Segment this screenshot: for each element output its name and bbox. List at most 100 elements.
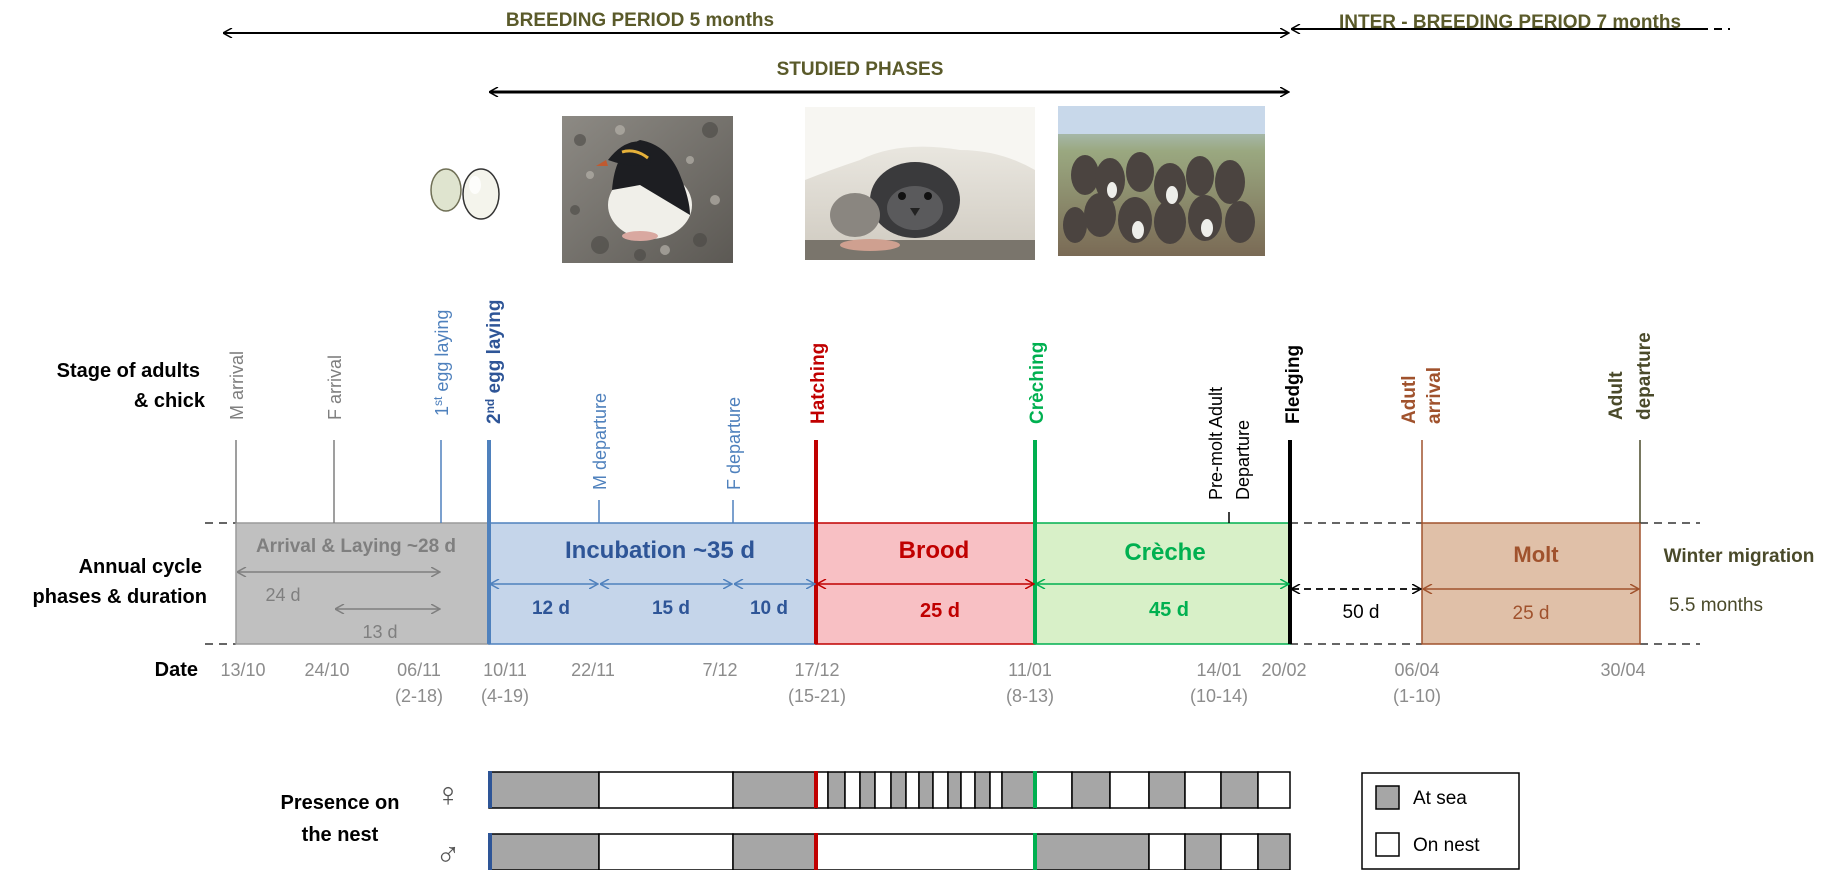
arrival-d1: 24 d [265,585,300,605]
date-3-range: (4-19) [481,686,529,706]
arrival-d2: 13 d [362,622,397,642]
stage-label-line1: Stage of adults [57,360,200,382]
legend-at-sea: At sea [1413,788,1467,809]
female-segment-nest [989,771,1003,809]
incubation-title: Incubation ~35 d [565,537,755,564]
female-segment-nest [1109,771,1150,809]
phase-texts: Arrival & Laying ~28 d 24 d 13 d Incubat… [256,536,1814,642]
legend-nest-swatch [1375,832,1400,857]
female-segment-sea [1001,771,1036,809]
male-segment-nest [815,833,1036,870]
date-5: 7/12 [702,660,737,680]
female-segment-nest [598,771,734,809]
female-segment-sea [1071,771,1111,809]
female-segment-nest [1034,771,1073,809]
incubation-d2: 15 d [652,598,690,619]
brood-d1: 25 d [920,600,960,622]
legend-on-nest: On nest [1413,835,1480,856]
event-lines [235,440,1641,644]
date-6: 17/12 [794,660,839,680]
female-segment-nest [932,771,949,809]
presence-label-line2: the nest [302,824,379,846]
arrival-laying-title: Arrival & Laying ~28 d [256,536,456,557]
date-2-range: (2-18) [395,686,443,706]
female-presence-bar [488,771,1291,809]
phases-label-line2: phases & duration [33,586,207,608]
male-segment-nest [1148,833,1186,870]
male-segment-sea [1257,833,1291,870]
date-10: 06/04 [1394,660,1439,680]
male-segment-sea [488,833,600,870]
event-adult-departure-line1: Adult [1606,371,1627,420]
creche-title: Crèche [1124,539,1205,566]
female-segment-nest [960,771,976,809]
studied-phases-label: STUDIED PHASES [777,59,944,80]
incubation-d3: 10 d [750,598,788,619]
event-adult-departure-line2: departure [1634,332,1655,420]
male-presence-bar [488,833,1291,870]
female-segment-sea [732,771,817,809]
arrival-laying-band [235,522,490,645]
date-label: Date [155,659,198,681]
presence-label-line1: Presence on [281,792,400,814]
date-3: 10/11 [483,660,527,680]
eggs-photo [430,168,500,220]
event-premolt-line1: Pre-molt Adult [1206,387,1226,500]
event-m-arrival: M arrival [227,351,247,420]
breeding-period-label: BREEDING PERIOD 5 months [506,10,774,31]
date-2: 06/11 [397,660,441,680]
date-8: 14/01 [1196,660,1241,680]
female-symbol: ♀ [435,776,461,814]
male-segment-sea [732,833,817,870]
molt-title: Molt [1513,542,1559,567]
stage-label-line2: & chick [134,390,206,412]
date-8-range: (10-14) [1190,686,1248,706]
female-segment-sea [947,771,962,809]
event-first-egg-laying: 1st egg laying [431,310,452,416]
molt-d1: 25 d [1513,603,1550,624]
date-10-range: (1-10) [1393,686,1441,706]
penguin-chick-brooding-photo [805,107,1035,260]
phases-label-line1: Annual cycle [79,556,202,578]
event-hatching: Hatching [808,343,829,424]
date-0: 13/10 [220,660,265,680]
male-segment-nest [1220,833,1259,870]
date-row: 13/10 24/10 06/11 (2-18) 10/11 (4-19) 22… [220,660,1645,706]
date-7: 11/01 [1008,660,1052,680]
duration-arrows [238,572,1638,609]
date-1: 24/10 [304,660,349,680]
male-segment-sea [1034,833,1150,870]
winter-migration-title: Winter migration [1664,546,1815,567]
presence-markers [488,771,1037,870]
date-9: 20/02 [1261,660,1306,680]
female-segment-sea [859,771,876,809]
female-segment-nest [905,771,920,809]
event-premolt-line2: Departure [1233,420,1253,500]
legend-sea-swatch [1375,785,1400,810]
inter-breeding-period-label: INTER - BREEDING PERIOD 7 months [1339,12,1681,33]
female-segment-nest [1184,771,1222,809]
male-segment-nest [598,833,734,870]
date-7-range: (8-13) [1006,686,1054,706]
female-segment-nest [874,771,892,809]
date-11: 30/04 [1600,660,1645,680]
female-segment-sea [488,771,600,809]
event-f-departure: F departure [724,397,744,490]
male-symbol: ♂ [435,836,461,870]
gap-d1: 50 d [1343,602,1380,623]
creche-d1: 45 d [1149,599,1189,621]
brood-title: Brood [899,537,970,564]
event-labels: M arrival F arrival 1st egg laying 2nd e… [227,300,1655,501]
date-4: 22/11 [571,660,615,680]
event-adult-arrival-line2: arrival [1424,367,1445,424]
date-6-range: (15-21) [788,686,846,706]
legend: At sea On nest [1361,772,1520,870]
row-labels: Stage of adults & chick Annual cycle pha… [33,360,400,846]
event-f-arrival: F arrival [325,355,345,420]
event-fledging: Fledging [1283,345,1304,424]
creche-chicks-photo [1058,106,1265,256]
female-segment-sea [974,771,991,809]
event-creching: Crèching [1027,342,1048,424]
